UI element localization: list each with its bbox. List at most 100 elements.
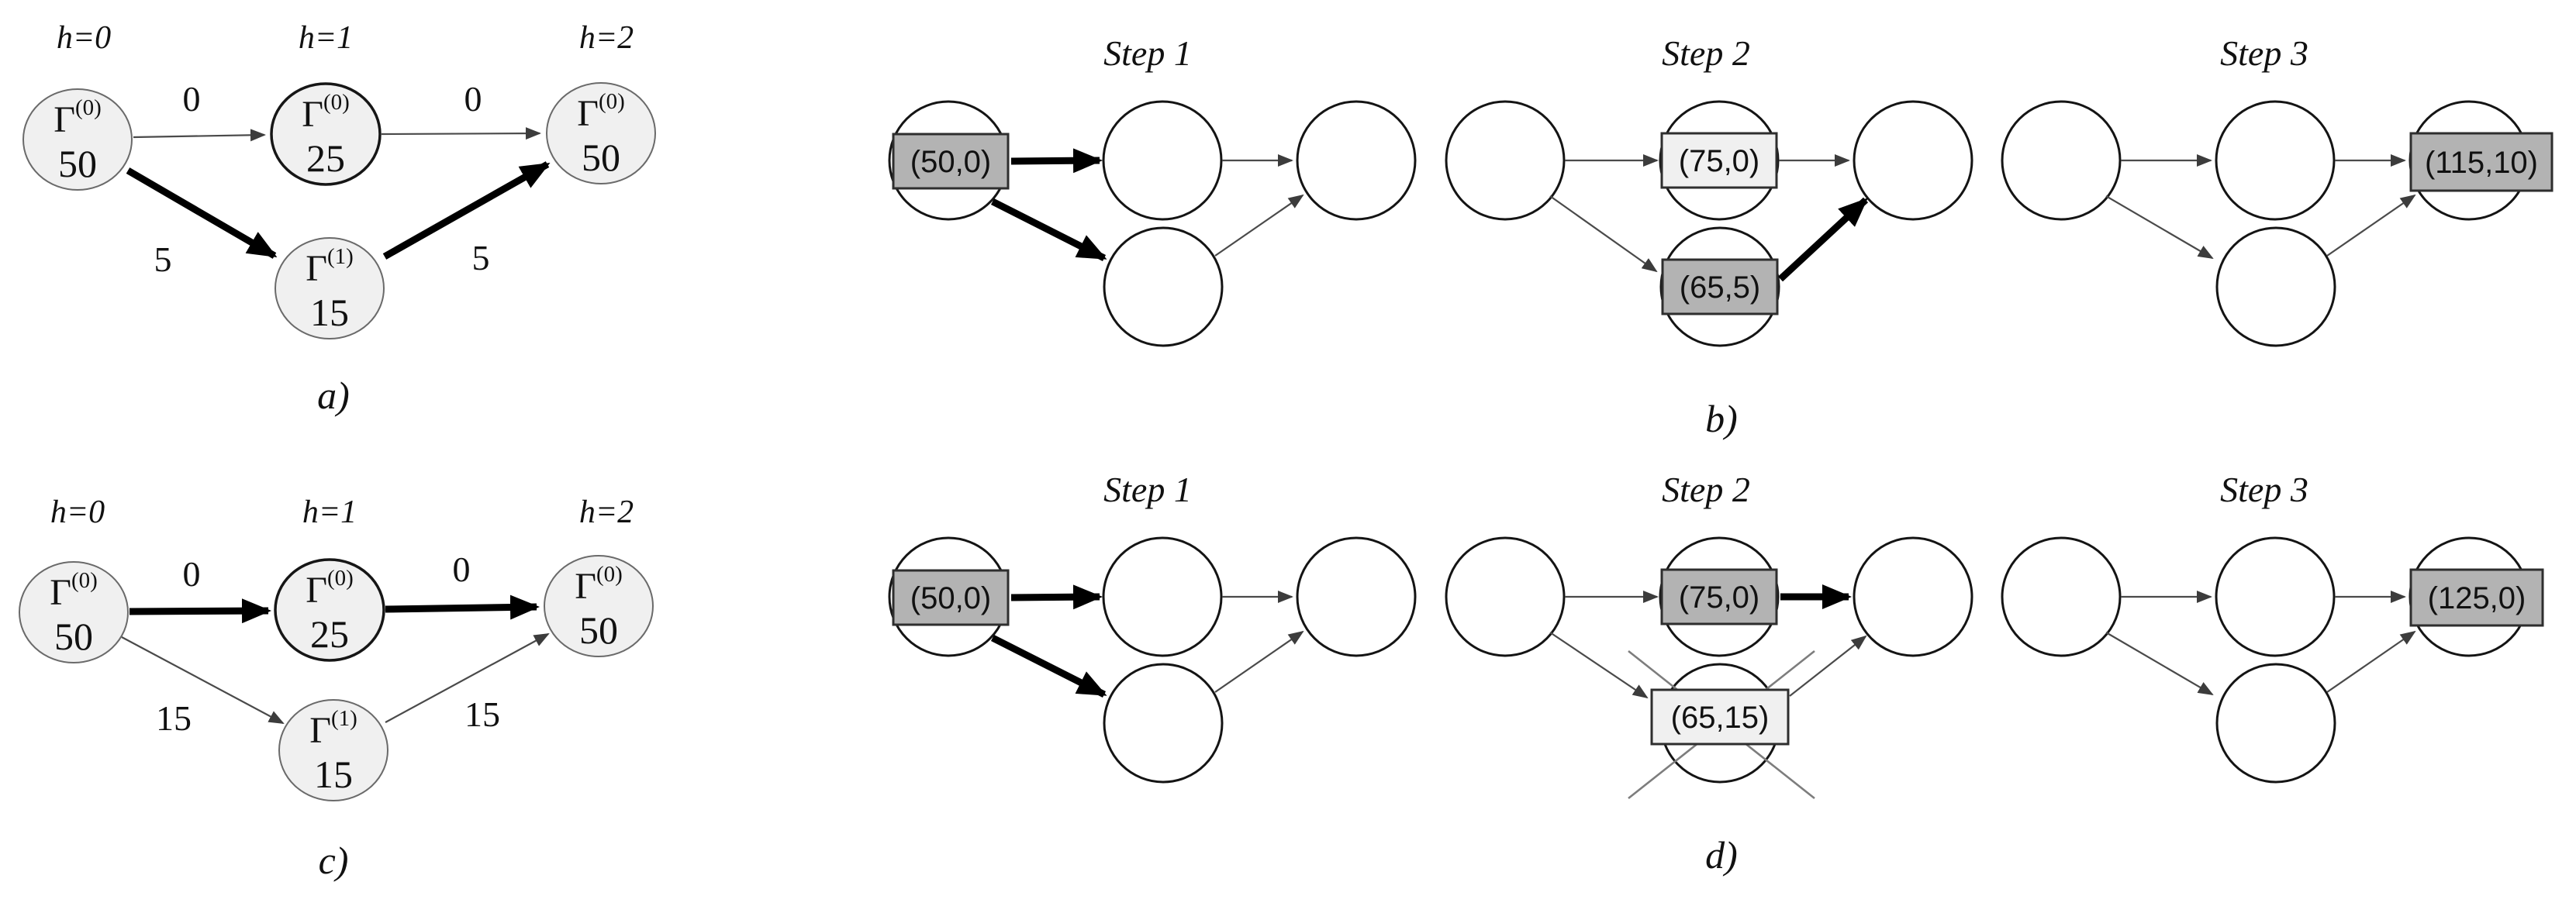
edge-weight: 0 <box>183 79 201 119</box>
edge-c-n1-n3-bold <box>385 594 540 620</box>
column-label-h2: h=2 <box>579 20 634 56</box>
panel-d: Step 1 Step 2 Step 3 (50,0) (75,0) <box>888 470 2544 877</box>
edge-thin <box>2105 195 2214 260</box>
edge-c-n2-n3 <box>385 633 550 723</box>
graph-node <box>1103 226 1224 347</box>
value-box-selected: (50,0) <box>892 569 1010 626</box>
graph-node <box>2001 536 2122 657</box>
graph-node <box>1445 100 1566 221</box>
edge-weight: 0 <box>453 550 471 589</box>
edge-weight: 15 <box>464 694 500 734</box>
svg-text:Γ(0): Γ(0) <box>575 562 623 607</box>
edge-thin <box>2105 632 2214 696</box>
svg-text:Γ(0): Γ(0) <box>50 568 98 613</box>
graph-node <box>1853 100 1973 221</box>
step-title: Step 2 <box>1662 470 1750 509</box>
caption-c: c) <box>319 839 349 882</box>
svg-text:Γ(0): Γ(0) <box>577 89 625 134</box>
panel-a: h=0 h=1 h=2 0 0 5 5 Γ(0) 50 Γ(0) 25 Γ(1)… <box>22 20 656 417</box>
state-node: Γ(0) 50 <box>22 88 133 191</box>
edge-thin <box>1549 632 1649 699</box>
step-title: Step 2 <box>1662 33 1750 73</box>
edge-weight: 5 <box>154 239 172 279</box>
value-box-selected: (65,5) <box>1661 258 1779 315</box>
svg-text:(65,5): (65,5) <box>1680 270 1761 305</box>
state-node: Γ(0) 50 <box>544 555 654 657</box>
svg-text:15: 15 <box>314 753 353 796</box>
column-label-h1: h=1 <box>299 20 353 56</box>
edge-thin <box>1214 194 1304 257</box>
column-label-h0: h=0 <box>57 20 111 56</box>
value-box-selected: (115,10) <box>2409 132 2554 192</box>
value-box-candidate: (65,15) <box>1650 688 1790 746</box>
svg-text:50: 50 <box>582 136 620 179</box>
edge-bold <box>990 198 1107 262</box>
edge-c-n0-n2 <box>121 636 285 724</box>
edge-bold <box>1777 197 1869 282</box>
graph-node <box>1296 536 1417 657</box>
edge-thin <box>2326 630 2416 693</box>
edge-weight: 0 <box>464 79 482 119</box>
edge-bold <box>1010 584 1103 610</box>
panel-b: Step 1 Step 2 Step 3 (50,0) (75,0) ( <box>888 33 2554 440</box>
state-node: Γ(0) 50 <box>19 561 129 663</box>
svg-text:Γ(0): Γ(0) <box>306 566 354 611</box>
edge-weight: 5 <box>472 238 490 277</box>
edge-c-n0-n1-bold <box>129 598 271 624</box>
svg-text:Γ(1): Γ(1) <box>309 706 357 751</box>
edge-a-n0-n1 <box>133 129 266 142</box>
column-label-h1: h=1 <box>302 494 357 530</box>
svg-text:(125,0): (125,0) <box>2428 581 2526 615</box>
value-box-candidate: (75,0) <box>1660 132 1778 189</box>
state-node: Γ(1) 15 <box>278 699 388 801</box>
edge-bold <box>990 634 1107 698</box>
svg-text:(50,0): (50,0) <box>910 145 992 179</box>
caption-b: b) <box>1705 397 1738 440</box>
graph-node <box>2001 100 2122 221</box>
state-node: Γ(0) 25 <box>270 82 382 186</box>
edge-a-n0-n2-bold <box>126 167 278 259</box>
graph-node <box>2215 226 2336 347</box>
caption-d: d) <box>1705 833 1738 877</box>
step-title: Step 1 <box>1103 33 1192 73</box>
graph-node <box>1102 536 1223 657</box>
graph-node <box>2215 663 2336 784</box>
graph-node <box>1103 663 1224 784</box>
svg-text:15: 15 <box>310 291 349 334</box>
svg-text:(75,0): (75,0) <box>1679 144 1760 178</box>
svg-text:Γ(0): Γ(0) <box>302 90 350 135</box>
svg-text:50: 50 <box>579 608 618 652</box>
edge-weight: 15 <box>156 698 192 738</box>
value-box-selected: (125,0) <box>2409 568 2544 627</box>
value-box-selected: (75,0) <box>1660 568 1778 625</box>
edge-bold <box>1010 148 1103 174</box>
state-node: Γ(0) 50 <box>546 82 656 184</box>
graph-node <box>1853 536 1973 657</box>
svg-text:50: 50 <box>58 142 97 185</box>
svg-text:Γ(0): Γ(0) <box>54 95 102 140</box>
svg-text:(115,10): (115,10) <box>2425 146 2538 180</box>
column-label-h0: h=0 <box>50 494 105 530</box>
svg-text:(75,0): (75,0) <box>1679 581 1760 615</box>
svg-text:(65,15): (65,15) <box>1671 701 1770 735</box>
caption-a: a) <box>317 374 350 417</box>
graph-node <box>1102 100 1223 221</box>
svg-text:(50,0): (50,0) <box>910 581 992 615</box>
svg-text:25: 25 <box>306 136 345 180</box>
step-title: Step 3 <box>2220 470 2308 509</box>
edge-a-n1-n3 <box>381 127 541 140</box>
edge-thin <box>2326 194 2416 257</box>
edge-a-n2-n3-bold <box>382 161 551 260</box>
edge-thin <box>1214 630 1304 693</box>
svg-text:50: 50 <box>54 615 93 658</box>
edge-thin <box>1549 195 1658 273</box>
state-node: Γ(1) 15 <box>275 237 385 339</box>
graph-node <box>1445 536 1566 657</box>
panel-c: h=0 h=1 h=2 0 0 15 15 Γ(0) 50 Γ(0) 25 Γ(… <box>19 494 654 882</box>
value-box-selected: (50,0) <box>892 133 1010 190</box>
graph-node <box>1296 100 1417 221</box>
state-node: Γ(0) 25 <box>274 558 385 662</box>
svg-text:Γ(1): Γ(1) <box>306 244 354 289</box>
